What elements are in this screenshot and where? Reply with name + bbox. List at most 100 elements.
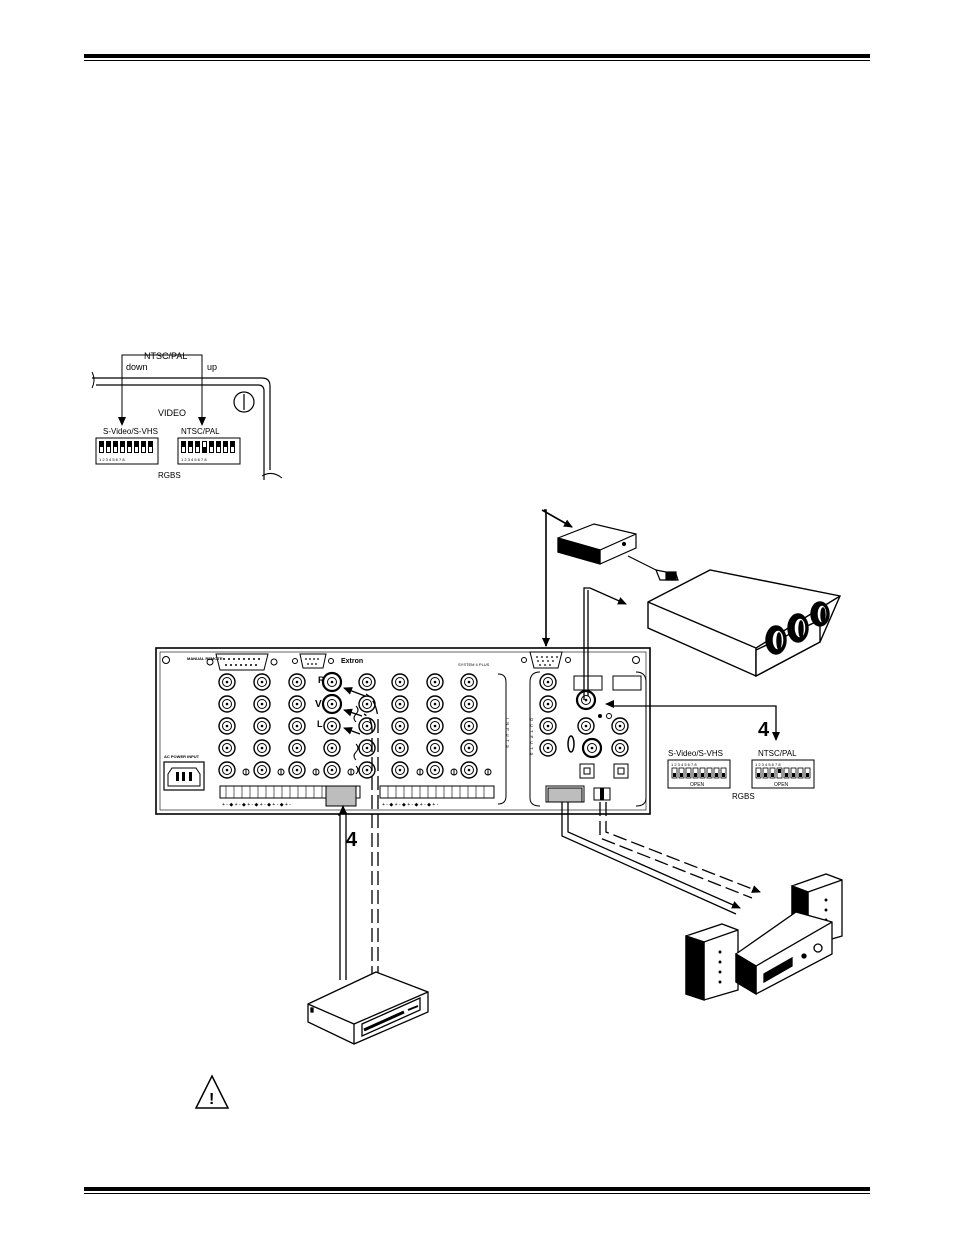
outputs-vertical-label: OUTPUTS	[530, 718, 535, 758]
open-label-2: OPEN	[774, 782, 789, 788]
bnc-connector-icon	[575, 689, 597, 711]
step-number-bottom: 4	[346, 829, 358, 851]
svg-text:1 2 3 4 5 6 7 8: 1 2 3 4 5 6 7 8	[671, 762, 697, 767]
bnc-connector-icon	[253, 761, 271, 779]
bnc-connector-icon	[539, 717, 557, 735]
bnc-connector-icon	[321, 693, 343, 715]
bnc-connector-icon	[426, 739, 444, 757]
bnc-connector-icon	[323, 717, 341, 735]
bnc-connector-icon	[460, 695, 478, 713]
interface-box	[557, 523, 679, 581]
bnc-connector-icon	[391, 673, 409, 691]
right-ntsc-label: NTSC/PAL	[758, 749, 797, 758]
header-rule-thin	[84, 60, 870, 61]
right-svideo-label: S-Video/S-VHS	[668, 749, 723, 758]
lens-red-icon	[765, 625, 787, 655]
footer-rule	[84, 1187, 870, 1191]
bnc-connectors	[218, 671, 629, 779]
right-dip-switches: S-Video/S-VHS NTSC/PAL 1 2 3 4 5 6 7 8 1…	[667, 749, 815, 801]
bnc-connector-icon	[323, 739, 341, 757]
bnc-connector-icon	[577, 717, 595, 735]
inset-up-label: up	[207, 362, 217, 372]
bnc-connector-icon	[358, 673, 376, 691]
bnc-connector-icon	[218, 739, 236, 757]
rs232-connector	[292, 653, 334, 669]
header-rule	[84, 54, 870, 58]
bnc-connector-icon	[426, 717, 444, 735]
right-rgbs-label: RGBS	[732, 792, 755, 801]
r-label: R	[318, 675, 325, 685]
bnc-connector-icon	[253, 717, 271, 735]
open-label-1: OPEN	[690, 782, 705, 788]
bnc-connector-icon	[253, 673, 271, 691]
warning-icon: !	[194, 1074, 230, 1109]
bnc-connector-icon	[391, 695, 409, 713]
svg-text:+ - ◆ + - ◆ + - ◆ + - ◆ + -: + - ◆ + - ◆ + - ◆ + - ◆ + -	[382, 802, 439, 808]
bnc-connector-icon	[358, 695, 376, 713]
ac-power-inlet	[163, 761, 205, 791]
bnc-connector-icon	[426, 695, 444, 713]
bnc-connector-icon	[358, 739, 376, 757]
bnc-connector-icon	[358, 761, 376, 779]
step-number-right: 4	[758, 719, 770, 741]
dip-switch-svideo: 1 2 3 4 5 6 7 8	[95, 437, 159, 465]
screw-icon	[233, 391, 255, 413]
terminal-block-left: + - ◆ + - ◆ + - ◆ + - ◆ + - ◆ + -	[219, 785, 361, 808]
svg-text:+ - ◆ + - ◆ + - ◆ + - ◆ + - ◆: + - ◆ + - ◆ + - ◆ + - ◆ + - ◆ + -	[222, 802, 291, 808]
bnc-connector-icon	[581, 737, 603, 759]
bnc-connector-icon	[218, 673, 236, 691]
bnc-connector-icon	[218, 695, 236, 713]
dip-switch-ntsc: 1 2 3 4 5 6 7 8	[177, 437, 241, 465]
inset-video-label: VIDEO	[158, 408, 186, 418]
bnc-connector-icon	[323, 761, 341, 779]
footer-rule-thin	[84, 1193, 870, 1194]
inset-ntsc-pal-label: NTSC/PAL	[144, 351, 187, 361]
bnc-connector-icon	[288, 673, 306, 691]
audio-cable-left	[338, 687, 379, 980]
bnc-connector-icon	[218, 717, 236, 735]
brand-label: Extron	[341, 658, 363, 665]
inset-svideo-label: S-Video/S-VHS	[103, 427, 158, 436]
projector	[647, 569, 841, 678]
vga-cable	[541, 509, 573, 647]
vga-connector	[521, 651, 571, 669]
inputs-vertical-label: INPUTS	[506, 718, 511, 751]
dip-switch-inset: NTSC/PAL down up VIDEO S-Video/S-VHS NTS…	[91, 351, 283, 480]
v-label: V	[315, 699, 322, 710]
projector-cable	[583, 587, 627, 700]
inset-rgbs-label: RGBS	[158, 471, 181, 480]
bnc-connector-icon	[391, 761, 409, 779]
inset-down-label: down	[126, 362, 148, 372]
bnc-connector-icon	[253, 695, 271, 713]
bnc-connector-icon	[539, 695, 557, 713]
bnc-connector-icon	[460, 761, 478, 779]
bnc-connector-icon	[321, 671, 343, 693]
remote-connector	[206, 653, 278, 671]
terminal-block-right: + - ◆ + - ◆ + - ◆ + - ◆ + -	[379, 785, 495, 808]
bnc-connector-icon	[288, 761, 306, 779]
bnc-connector-icon	[253, 739, 271, 757]
bnc-connector-icon	[539, 739, 557, 757]
bnc-connector-icon	[460, 739, 478, 757]
bnc-connector-icon	[611, 717, 629, 735]
lens-blue-icon	[810, 601, 830, 627]
svg-text:1 2 3 4 5 6 7 8: 1 2 3 4 5 6 7 8	[99, 457, 125, 462]
lens-green-icon	[787, 613, 809, 643]
bnc-connector-icon	[288, 695, 306, 713]
switch-callout-line	[605, 700, 780, 741]
bnc-connector-icon	[611, 739, 629, 757]
bnc-connector-icon	[426, 761, 444, 779]
svg-text:1 2 3 4 5 6 7 8: 1 2 3 4 5 6 7 8	[181, 457, 207, 462]
bnc-connector-icon	[288, 717, 306, 735]
receiver	[735, 911, 833, 996]
model-label: SYSTEM 4 PLUS	[458, 662, 490, 667]
bnc-connector-icon	[218, 761, 236, 779]
ac-power-label: AC POWER INPUT	[164, 754, 200, 759]
inset-ntsc-switch-label: NTSC/PAL	[181, 427, 220, 436]
bnc-connector-icon	[539, 673, 557, 691]
bnc-connector-icon	[460, 717, 478, 735]
bnc-connector-icon	[391, 739, 409, 757]
bnc-connector-icon	[391, 717, 409, 735]
bnc-connector-icon	[426, 673, 444, 691]
